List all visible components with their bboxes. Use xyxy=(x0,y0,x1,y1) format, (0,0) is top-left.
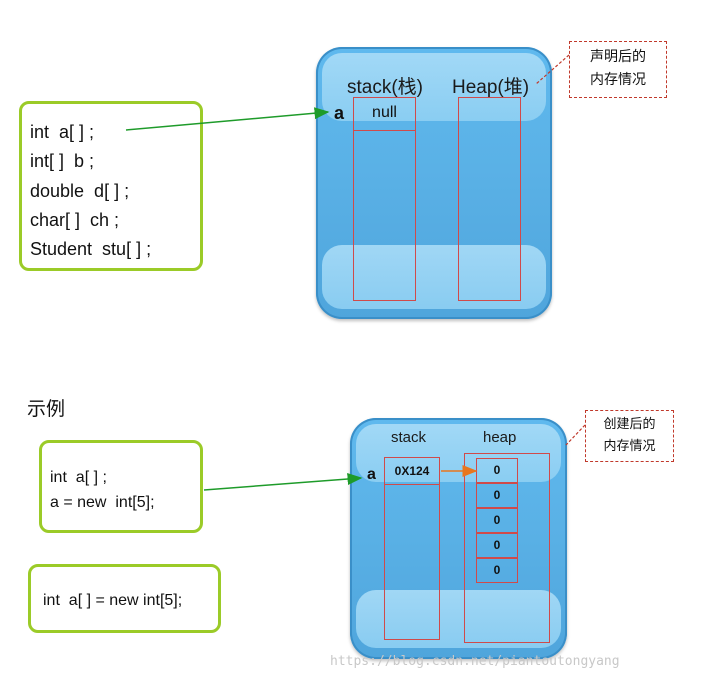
code-line: char[ ] ch ; xyxy=(30,210,120,230)
heap-column xyxy=(458,97,521,301)
declaration-code-box: int a[ ] ; int[ ] b ; double d[ ] ; char… xyxy=(19,101,203,271)
allocation-code-box: int a[ ] ; a = new int[5]; xyxy=(39,440,203,533)
callout-line: 内存情况 xyxy=(603,439,656,454)
heap-column xyxy=(464,453,550,643)
variable-label-a: a xyxy=(334,103,345,123)
callout-leader-bottom xyxy=(565,424,586,446)
memory-bottom-band xyxy=(322,245,546,309)
stack-cell-a: 0X124 xyxy=(384,457,440,485)
callout-line: 内存情况 xyxy=(590,72,646,88)
variable-label-a: a xyxy=(367,466,376,483)
allocation-arrow xyxy=(203,473,363,491)
heap-array-cell: 0 xyxy=(476,533,518,558)
code-line: a = new int[5]; xyxy=(50,494,155,511)
combined-code-box: int a[ ] = new int[5]; xyxy=(28,564,221,633)
declared-memory-callout: 声明后的 内存情况 xyxy=(569,41,667,98)
memory-container-declared: stack(栈) Heap(堆) a null xyxy=(316,47,552,319)
memory-bottom-band xyxy=(356,590,561,648)
memory-container-created: stack heap a 0X124 0 0 0 0 0 xyxy=(350,418,567,659)
code-line: int a[ ] ; xyxy=(30,122,95,142)
section-heading: 示例 xyxy=(27,398,66,420)
callout-line: 声明后的 xyxy=(590,49,646,65)
callout-leader-top xyxy=(535,54,570,85)
heap-array-cell: 0 xyxy=(476,508,518,533)
memory-top-band xyxy=(322,53,546,121)
code-line: double d[ ] ; xyxy=(30,181,130,201)
heap-title: Heap(堆) xyxy=(452,77,530,98)
code-line: int[ ] b ; xyxy=(30,151,95,171)
heap-title: heap xyxy=(483,429,517,446)
code-line: Student stu[ ] ; xyxy=(30,239,152,259)
code-line: int a[ ] = new int[5]; xyxy=(43,592,183,609)
heap-array-cell: 0 xyxy=(476,558,518,583)
watermark: https://blog.csdn.net/piantoutongyang xyxy=(330,654,620,669)
created-memory-callout: 创建后的 内存情况 xyxy=(585,410,674,462)
heap-array-cell: 0 xyxy=(476,483,518,508)
stack-title: stack xyxy=(391,429,427,446)
stack-cell-a: null xyxy=(353,97,416,131)
declaration-arrow xyxy=(125,107,330,131)
code-line: int a[ ] ; xyxy=(50,469,107,486)
stack-title: stack(栈) xyxy=(347,77,424,98)
callout-line: 创建后的 xyxy=(603,417,656,432)
